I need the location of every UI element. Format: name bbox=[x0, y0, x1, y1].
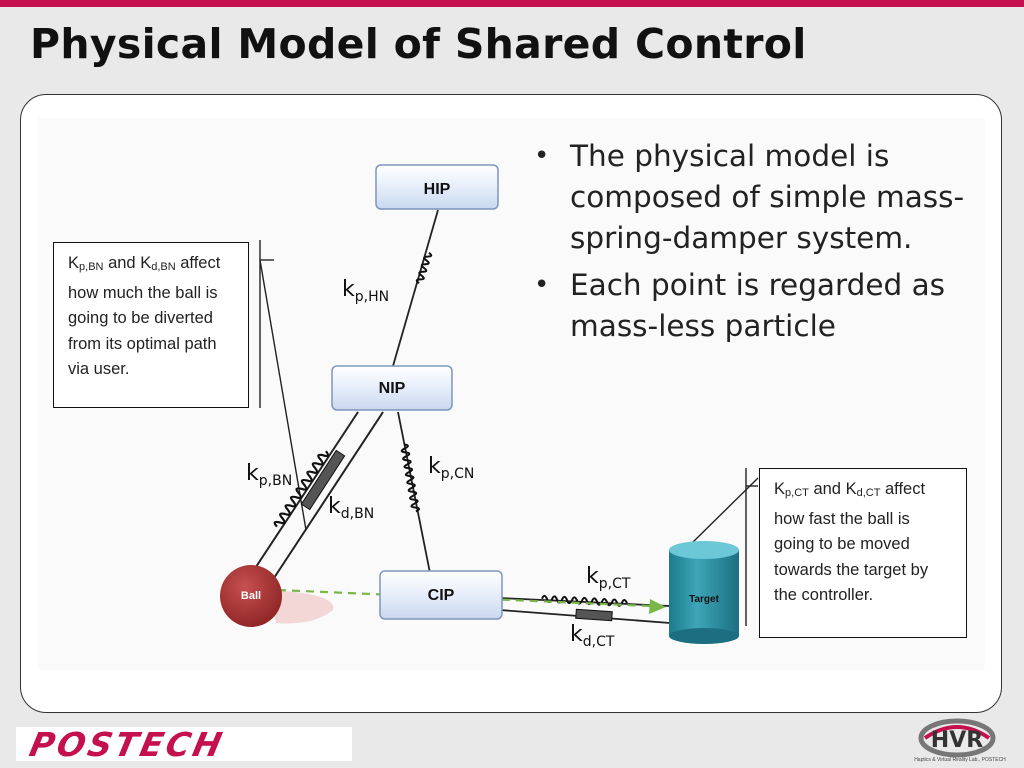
spring-bn bbox=[273, 450, 330, 528]
top-accent-bar bbox=[0, 0, 1024, 7]
nip-ball-wire-a bbox=[249, 411, 359, 577]
label-kp-ct: kp,CT bbox=[586, 564, 631, 592]
bullet-dot: • bbox=[534, 141, 550, 171]
spring-hn bbox=[415, 251, 433, 285]
bullet-dot: • bbox=[534, 270, 550, 300]
ball-label: Ball bbox=[241, 590, 261, 602]
node-hip: HIP bbox=[375, 164, 499, 210]
node-nip-label: NIP bbox=[379, 380, 406, 397]
target-label: Target bbox=[689, 594, 719, 605]
label-kp-bn: kp,BN bbox=[246, 461, 292, 489]
postech-logo-text: POSTECH bbox=[26, 727, 228, 761]
label-kd-ct: kd,CT bbox=[570, 622, 615, 650]
ball-motion-shadow bbox=[268, 590, 334, 624]
bullet-list: • The physical model is composed of simpl… bbox=[532, 136, 972, 353]
hip-nip-wire bbox=[392, 209, 439, 367]
trajectory-arrow-head bbox=[649, 599, 666, 614]
shared-control-diagram: HIP NIP CIP Ball Target kp,HN kp,BN kd,B… bbox=[220, 164, 759, 650]
nip-ball-wire-b bbox=[273, 411, 384, 579]
ball: Ball bbox=[220, 565, 282, 627]
box-connector-right bbox=[691, 477, 759, 544]
label-kp-hn: kp,HN bbox=[342, 277, 389, 305]
hvr-caption: Haptics & Virtual Reality Lab., POSTECH bbox=[914, 757, 1006, 763]
hvr-logo-text: HVR bbox=[931, 728, 983, 753]
hvr-logo: HVR bbox=[905, 714, 1015, 768]
label-kp-cn: kp,CN bbox=[428, 454, 474, 482]
label-kd-bn: kd,BN bbox=[328, 494, 374, 522]
box-connector-left bbox=[259, 259, 307, 531]
slide-title: Physical Model of Shared Control bbox=[30, 20, 807, 68]
target: Target bbox=[669, 541, 739, 644]
note-controller-speed: Kp,CT and Kd,CT affect how fast the ball… bbox=[759, 468, 967, 638]
spring-cn bbox=[400, 443, 421, 513]
bullet-item: • Each point is regarded as mass-less par… bbox=[532, 265, 972, 347]
damper-ct bbox=[575, 608, 613, 622]
node-nip: NIP bbox=[331, 365, 453, 411]
bullet-item: • The physical model is composed of simpl… bbox=[532, 136, 972, 259]
spring-ct bbox=[541, 594, 628, 607]
bullet-text: Each point is regarded as mass-less part… bbox=[570, 268, 946, 343]
node-cip-label: CIP bbox=[428, 587, 455, 604]
postech-logo: POSTECH bbox=[16, 727, 352, 761]
node-hip-label: HIP bbox=[424, 181, 451, 198]
note-user-diversion: Kp,BN and Kd,BN affect how much the ball… bbox=[53, 242, 249, 408]
bullet-text: The physical model is composed of simple… bbox=[570, 139, 965, 255]
cip-target-wire-a bbox=[499, 597, 671, 607]
damper-bn bbox=[300, 449, 346, 511]
node-cip: CIP bbox=[379, 570, 503, 620]
